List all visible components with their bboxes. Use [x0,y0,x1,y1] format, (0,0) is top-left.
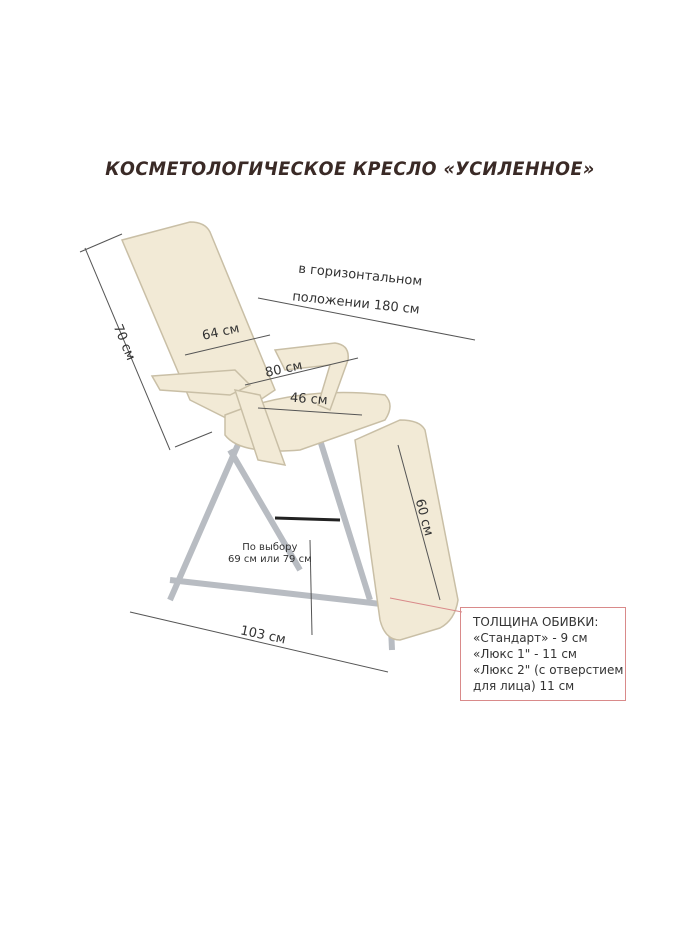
note-line: для лица) 11 см [473,679,575,693]
note-line: «Люкс 2" (с отверстием [473,663,624,677]
chair-upholstery [120,221,459,641]
dimension-lines [79,233,476,673]
page-title: КОСМЕТОЛОГИЧЕСКОЕ КРЕСЛО «УСИЛЕННОЕ» [105,158,595,180]
chair-frame [167,438,395,651]
upholstery-thickness-note: ТОЛЩИНА ОБИВКИ: «Стандарт» - 9 см «Люкс … [460,607,626,701]
height-choice-line-2: 69 см или 79 см [228,554,312,565]
note-line: «Стандарт» - 9 см [473,631,588,645]
height-choice-label: По выбору 69 см или 79 см [228,542,312,566]
height-choice-line-1: По выбору [242,542,298,553]
seat-label: 46 см [289,390,329,409]
note-line: «Люкс 1" - 11 см [473,647,577,661]
note-heading: ТОЛЩИНА ОБИВКИ: [473,615,599,629]
